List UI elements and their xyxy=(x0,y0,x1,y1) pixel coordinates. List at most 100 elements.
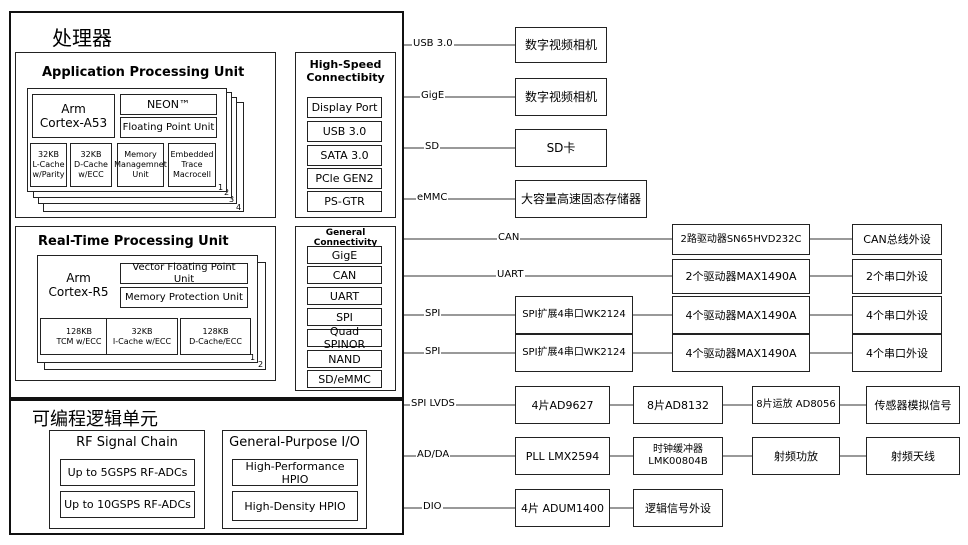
apu-dcache: 32KB D-Cache w/ECC xyxy=(70,143,112,187)
rpu-stack-label-2: 2 xyxy=(258,360,263,370)
rpu-mpu-label: Memory Protection Unit xyxy=(125,292,243,304)
hsc-ps-gtr-label: PS-GTR xyxy=(324,195,364,208)
device-rf-antenna: 射频天线 xyxy=(866,437,960,475)
device-sd-card-label: SD卡 xyxy=(547,141,576,155)
device-spi2-expander-label: SPI扩展4串口WK2124 xyxy=(522,347,626,359)
device-ad8132-label: 8片AD8132 xyxy=(647,399,709,412)
rpu-tcm-label: 128KB TCM w/ECC xyxy=(57,327,102,347)
iface-uart: UART xyxy=(496,269,525,281)
iface-spi-lvds: SPI LVDS xyxy=(410,398,456,410)
gc-quad-spinor: Quad SPINOR xyxy=(307,329,382,347)
apu-title: Application Processing Unit xyxy=(42,65,244,80)
processor-title: 处理器 xyxy=(52,22,112,51)
device-clock-buffer-label: 时钟缓冲器 LMK00804B xyxy=(648,444,707,468)
device-spi1-peripheral: 4个串口外设 xyxy=(852,296,942,334)
iface-spi-1: SPI xyxy=(424,308,441,320)
device-sd-card: SD卡 xyxy=(515,129,607,167)
gc-sd-emmc: SD/eMMC xyxy=(307,370,382,388)
device-adum1400: 4片 ADUM1400 xyxy=(515,489,610,527)
hsc-title: High-Speed Connectibity xyxy=(297,58,394,84)
gpio-hp-hpio: High-Performance HPIO xyxy=(232,459,358,486)
apu-etm: Embedded Trace Macrocell xyxy=(168,143,216,187)
hsc-ps-gtr: PS-GTR xyxy=(307,191,382,212)
device-spi1-driver-label: 4个驱动器MAX1490A xyxy=(685,309,796,322)
apu-mmu-label: Memory Managemnet Unit xyxy=(114,150,167,180)
device-can-driver-label: 2路驱动器SN65HVD232C xyxy=(680,234,801,246)
device-logic-peripheral-label: 逻辑信号外设 xyxy=(645,502,711,515)
gc-quad-spinor-label: Quad SPINOR xyxy=(308,325,381,351)
gc-uart-label: UART xyxy=(330,290,359,303)
gc-sd-emmc-label: SD/eMMC xyxy=(318,373,371,386)
device-logic-peripheral: 逻辑信号外设 xyxy=(633,489,723,527)
rpu-vfpu-label: Vector Floating Point Unit xyxy=(121,262,247,286)
iface-gige: GigE xyxy=(420,90,445,102)
hsc-sata3: SATA 3.0 xyxy=(307,145,382,166)
device-sensor-signal-label: 传感器模拟信号 xyxy=(875,399,952,412)
iface-sd: SD xyxy=(424,141,440,153)
device-spi2-expander: SPI扩展4串口WK2124 xyxy=(515,334,633,372)
device-can-peripheral-label: CAN总线外设 xyxy=(863,233,930,246)
apu-icache: 32KB L-Cache w/Parity xyxy=(30,143,67,187)
gc-gige-label: GigE xyxy=(332,249,358,262)
hsc-pcie-label: PCle GEN2 xyxy=(315,172,373,185)
rf-title: RF Signal Chain xyxy=(49,435,205,450)
pl-title: 可编程逻辑单元 xyxy=(32,405,158,431)
device-spi1-driver: 4个驱动器MAX1490A xyxy=(672,296,810,334)
apu-fpu-label: Floating Point Unit xyxy=(123,122,215,134)
device-uart-driver-label: 2个驱动器MAX1490A xyxy=(685,270,796,283)
gpio-hd-hpio-label: High-Density HPIO xyxy=(244,500,345,513)
iface-dio: DIO xyxy=(422,501,443,513)
device-ssd-storage: 大容量高速固态存储器 xyxy=(515,180,647,218)
device-ad8132: 8片AD8132 xyxy=(633,386,723,424)
iface-spi-2: SPI xyxy=(424,346,441,358)
rpu-icache-label: 32KB I-Cache w/ECC xyxy=(113,327,171,347)
device-spi2-peripheral-label: 4个串口外设 xyxy=(866,347,928,360)
device-can-peripheral: CAN总线外设 xyxy=(852,224,942,255)
device-rf-amplifier-label: 射频功放 xyxy=(774,450,818,463)
device-spi2-driver: 4个驱动器MAX1490A xyxy=(672,334,810,372)
hsc-sata3-label: SATA 3.0 xyxy=(320,149,368,162)
device-camera-1-label: 数字视频相机 xyxy=(525,38,597,52)
device-spi2-peripheral: 4个串口外设 xyxy=(852,334,942,372)
device-spi1-expander-label: SPI扩展4串口WK2124 xyxy=(522,309,626,321)
rpu-mpu: Memory Protection Unit xyxy=(120,287,248,308)
device-spi1-peripheral-label: 4个串口外设 xyxy=(866,309,928,322)
hsc-pcie: PCle GEN2 xyxy=(307,168,382,189)
iface-adda: AD/DA xyxy=(416,449,450,461)
iface-can: CAN xyxy=(497,232,520,244)
device-pll-label: PLL LMX2594 xyxy=(526,450,600,463)
iface-usb: USB 3.0 xyxy=(412,38,454,50)
device-can-driver: 2路驱动器SN65HVD232C xyxy=(672,224,810,255)
gc-can: CAN xyxy=(307,266,382,284)
gpio-hp-hpio-label: High-Performance HPIO xyxy=(233,460,357,486)
device-adum1400-label: 4片 ADUM1400 xyxy=(521,502,604,515)
rpu-dcache-label: 128KB D-Cache/ECC xyxy=(189,327,242,347)
device-camera-2-label: 数字视频相机 xyxy=(525,90,597,104)
gpio-hd-hpio: High-Density HPIO xyxy=(232,491,358,521)
apu-neon-label: NEON™ xyxy=(147,98,190,111)
gc-spi: SPI xyxy=(307,308,382,326)
device-ssd-storage-label: 大容量高速固态存储器 xyxy=(521,192,641,206)
rf-adc-5gsps: Up to 5GSPS RF-ADCs xyxy=(60,459,195,486)
device-pll: PLL LMX2594 xyxy=(515,437,610,475)
apu-etm-label: Embedded Trace Macrocell xyxy=(170,150,213,180)
apu-dcache-label: 32KB D-Cache w/ECC xyxy=(74,150,108,180)
gc-can-label: CAN xyxy=(333,269,356,282)
rf-adc-10gsps: Up to 10GSPS RF-ADCs xyxy=(60,491,195,518)
device-camera-2: 数字视频相机 xyxy=(515,78,607,116)
device-uart-peripheral: 2个串口外设 xyxy=(852,259,942,294)
device-ad8056-label: 8片运放 AD8056 xyxy=(756,399,836,411)
apu-stack-label-1: 1 xyxy=(218,183,223,193)
rpu-vfpu: Vector Floating Point Unit xyxy=(120,263,248,284)
device-camera-1: 数字视频相机 xyxy=(515,27,607,63)
apu-core-label: Arm Cortex-A53 xyxy=(40,102,107,130)
hsc-usb3: USB 3.0 xyxy=(307,121,382,142)
device-rf-amplifier: 射频功放 xyxy=(752,437,840,475)
apu-mmu: Memory Managemnet Unit xyxy=(117,143,164,187)
rf-adc-5gsps-label: Up to 5GSPS RF-ADCs xyxy=(68,466,188,479)
gc-spi-label: SPI xyxy=(336,311,353,324)
iface-emmc: eMMC xyxy=(416,192,448,204)
hsc-usb3-label: USB 3.0 xyxy=(323,125,367,138)
device-sensor-signal: 传感器模拟信号 xyxy=(866,386,960,424)
apu-cortex-a53: Arm Cortex-A53 xyxy=(32,94,115,138)
